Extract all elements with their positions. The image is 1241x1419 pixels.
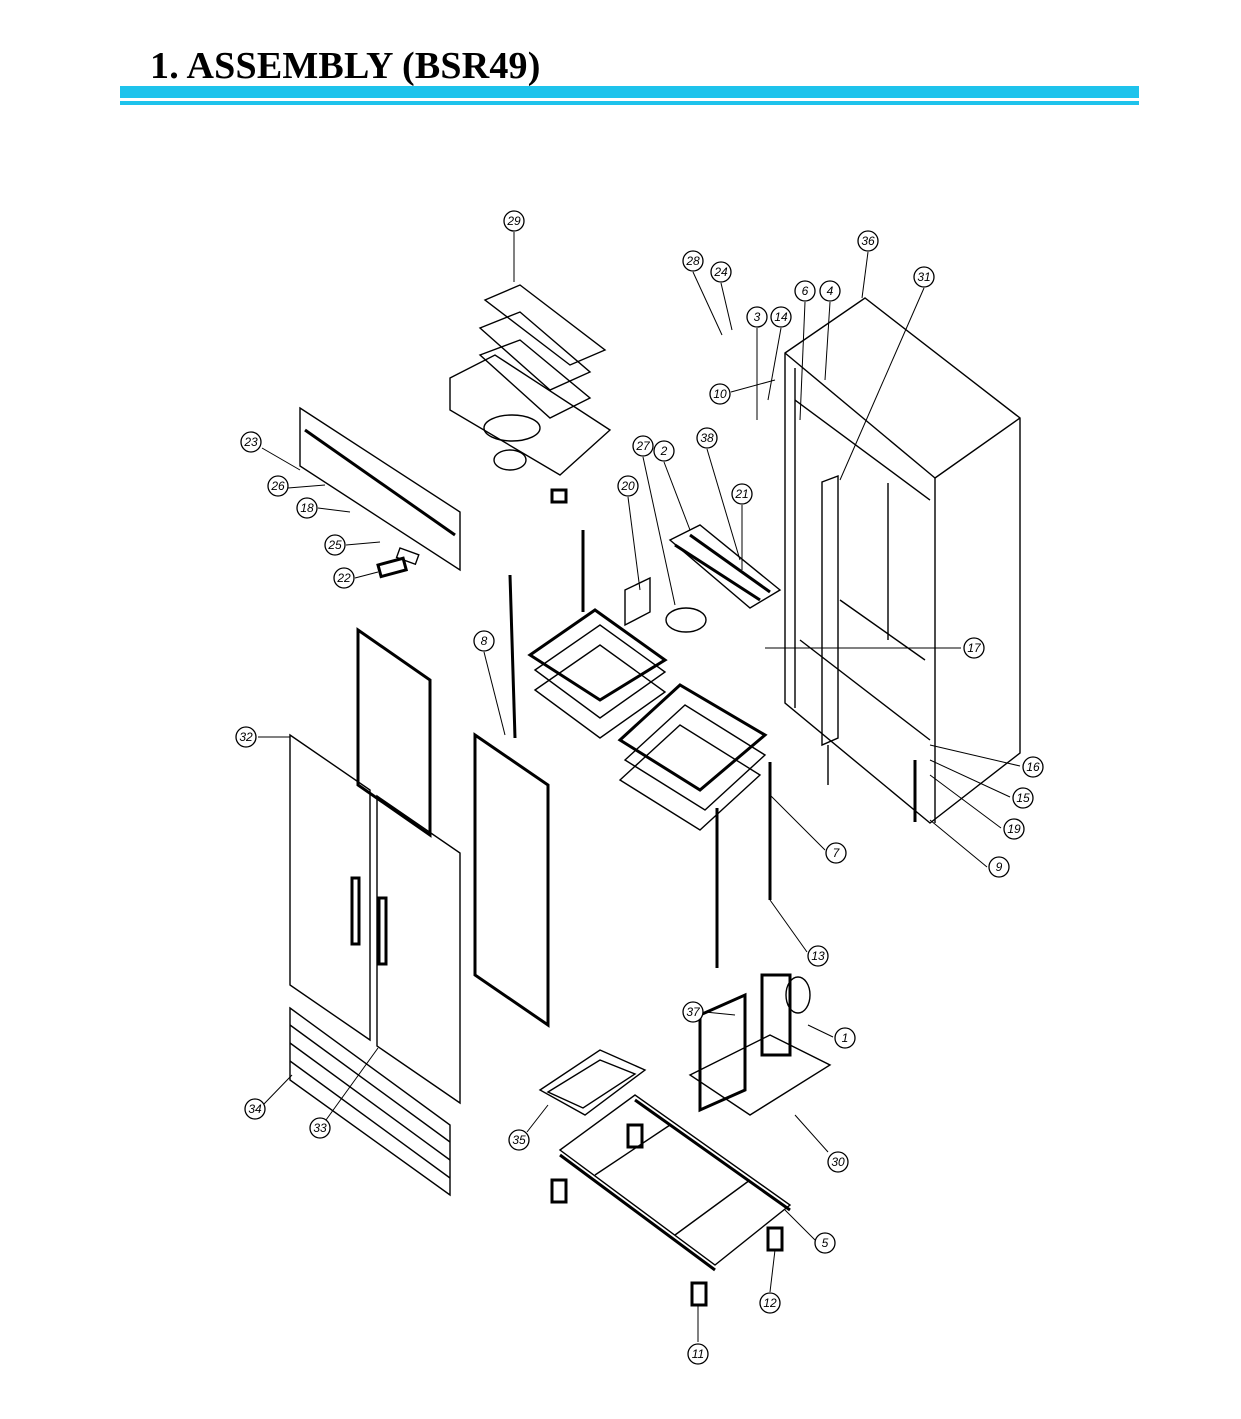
svg-text:35: 35: [512, 1133, 526, 1147]
svg-text:11: 11: [692, 1347, 704, 1361]
evaporator-housing: [449, 284, 612, 504]
callout-35: 35: [508, 1129, 530, 1151]
svg-text:25: 25: [327, 538, 342, 552]
svg-text:34: 34: [248, 1102, 262, 1116]
callout-1: 1: [834, 1027, 856, 1049]
callout-20: 20: [617, 475, 639, 497]
svg-text:32: 32: [239, 730, 253, 744]
svg-text:13: 13: [811, 949, 825, 963]
callout-26: 26: [267, 475, 289, 497]
drain-pan: [538, 1049, 647, 1116]
callout-32: 32: [235, 726, 257, 748]
base-frame: [558, 1094, 792, 1272]
callout-28: 28: [682, 250, 704, 272]
callout-3: 3: [746, 306, 768, 328]
svg-text:5: 5: [822, 1236, 829, 1250]
svg-text:26: 26: [270, 479, 285, 493]
svg-text:33: 33: [313, 1121, 327, 1135]
doors: [289, 733, 461, 1105]
callout-11: 11: [687, 1343, 709, 1365]
svg-text:31: 31: [917, 270, 930, 284]
svg-text:16: 16: [1026, 760, 1040, 774]
svg-text:4: 4: [827, 284, 834, 298]
callout-17: 17: [963, 637, 985, 659]
svg-text:23: 23: [243, 435, 258, 449]
svg-text:38: 38: [700, 431, 714, 445]
header-rule-thick: [120, 86, 1139, 98]
svg-text:6: 6: [802, 284, 809, 298]
svg-text:36: 36: [861, 234, 875, 248]
svg-text:30: 30: [831, 1155, 845, 1169]
svg-text:28: 28: [685, 254, 700, 268]
callout-18: 18: [296, 497, 318, 519]
svg-text:18: 18: [300, 501, 314, 515]
callout-24: 24: [710, 261, 732, 283]
callout-14: 14: [770, 306, 792, 328]
svg-text:22: 22: [336, 571, 351, 585]
svg-text:15: 15: [1016, 791, 1030, 805]
page-title: 1. ASSEMBLY (BSR49): [150, 45, 541, 87]
svg-text:2: 2: [660, 444, 668, 458]
callout-2: 2: [653, 440, 675, 462]
shelf-standards: [508, 530, 772, 968]
wire-shelves: [527, 608, 768, 831]
door-gaskets: [356, 627, 550, 1028]
svg-text:3: 3: [754, 310, 761, 324]
callout-5: 5: [814, 1232, 836, 1254]
leader-lines: [258, 232, 1021, 1342]
callout-21: 21: [731, 483, 753, 505]
callout-22: 22: [333, 567, 355, 589]
callout-38: 38: [696, 427, 718, 449]
svg-text:7: 7: [833, 846, 841, 860]
callout-7: 7: [825, 842, 847, 864]
svg-text:17: 17: [967, 641, 982, 655]
callout-16: 16: [1022, 756, 1044, 778]
center-post: [821, 474, 839, 785]
callout-9: 9: [988, 856, 1010, 878]
callout-29: 29: [503, 210, 525, 232]
svg-text:21: 21: [734, 487, 748, 501]
callout-30: 30: [827, 1151, 849, 1173]
callout-34: 34: [244, 1098, 266, 1120]
svg-text:37: 37: [686, 1005, 701, 1019]
svg-text:19: 19: [1007, 822, 1021, 836]
callout-37: 37: [682, 1001, 704, 1023]
cabinet-body: [784, 297, 1021, 824]
callout-23: 23: [240, 431, 262, 453]
condensing-unit: [688, 973, 832, 1116]
svg-text:12: 12: [763, 1296, 777, 1310]
callout-19: 19: [1003, 818, 1025, 840]
svg-text:24: 24: [713, 265, 728, 279]
callout-13: 13: [807, 945, 829, 967]
callout-31: 31: [913, 266, 935, 288]
svg-text:10: 10: [713, 387, 727, 401]
casters: [550, 1123, 784, 1307]
callout-15: 15: [1012, 787, 1034, 809]
svg-text:8: 8: [481, 634, 488, 648]
callout-25: 25: [324, 534, 346, 556]
evaporator-coil: [624, 524, 782, 633]
callout-4: 4: [819, 280, 841, 302]
svg-text:29: 29: [506, 214, 521, 228]
svg-text:27: 27: [635, 439, 651, 453]
callout-6: 6: [794, 280, 816, 302]
svg-text:9: 9: [996, 860, 1003, 874]
callout-33: 33: [309, 1117, 331, 1139]
callout-36: 36: [857, 230, 879, 252]
callout-10: 10: [709, 383, 731, 405]
svg-text:14: 14: [774, 310, 788, 324]
svg-text:1: 1: [842, 1031, 849, 1045]
callout-8: 8: [473, 630, 495, 652]
callout-12: 12: [759, 1292, 781, 1314]
front-grille: [289, 1006, 451, 1197]
control-panel: [299, 406, 461, 579]
header-rule-thin: [120, 101, 1139, 105]
svg-text:20: 20: [620, 479, 635, 493]
callout-27: 27: [632, 435, 654, 457]
